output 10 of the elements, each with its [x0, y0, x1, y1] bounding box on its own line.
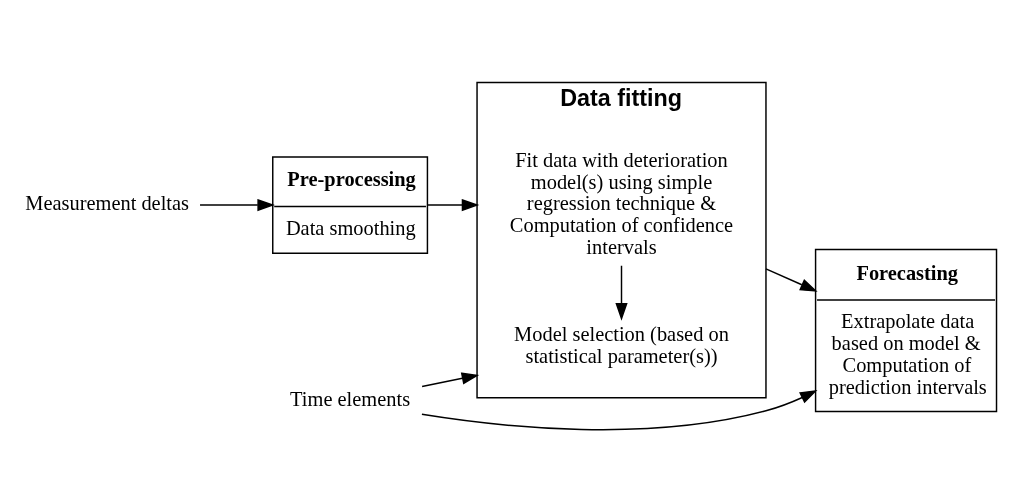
arrow — [199, 198, 275, 211]
arrow — [765, 267, 818, 292]
arrow — [421, 371, 480, 387]
node-text: Measurement deltas — [25, 191, 190, 214]
arrow — [427, 198, 480, 211]
arrow — [615, 264, 628, 321]
node-text: Time elements — [290, 387, 411, 410]
node-text: Fit data with deterioration model(s) using simple regression technique & Computation of confidence intervals — [509, 148, 734, 258]
node-text: Model selection (based on statistical parameter(s)) — [514, 322, 729, 367]
arrow — [421, 389, 818, 430]
